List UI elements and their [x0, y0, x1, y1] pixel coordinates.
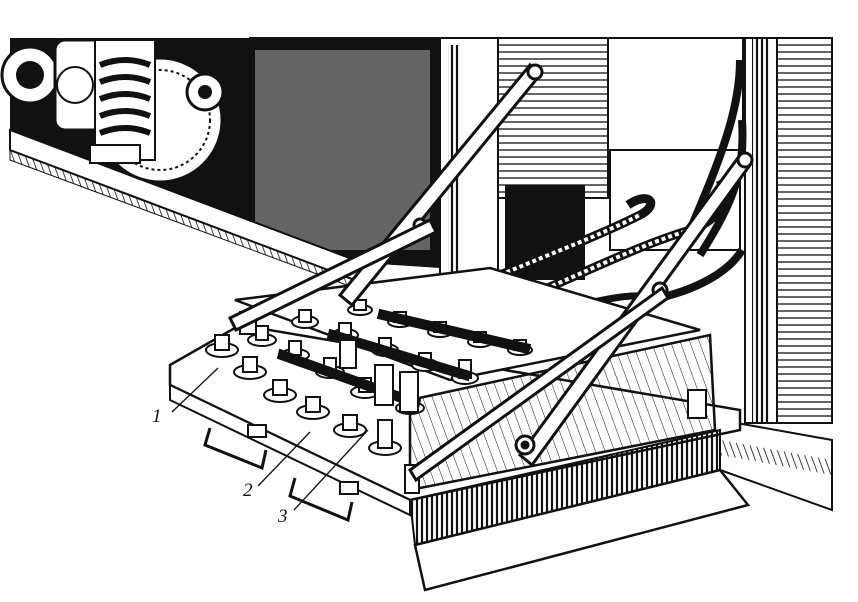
- callout-label-1: 1: [152, 406, 162, 427]
- callout-label-3: 3: [277, 506, 288, 527]
- callout-3: 3: [277, 429, 369, 527]
- callout-1: 1: [152, 367, 219, 427]
- callout-label-2: 2: [243, 480, 253, 501]
- lifting-arms: [227, 62, 754, 483]
- callout-2: 2: [243, 431, 311, 501]
- contactor-elements: [205, 299, 533, 456]
- coil-spring: [89, 39, 156, 164]
